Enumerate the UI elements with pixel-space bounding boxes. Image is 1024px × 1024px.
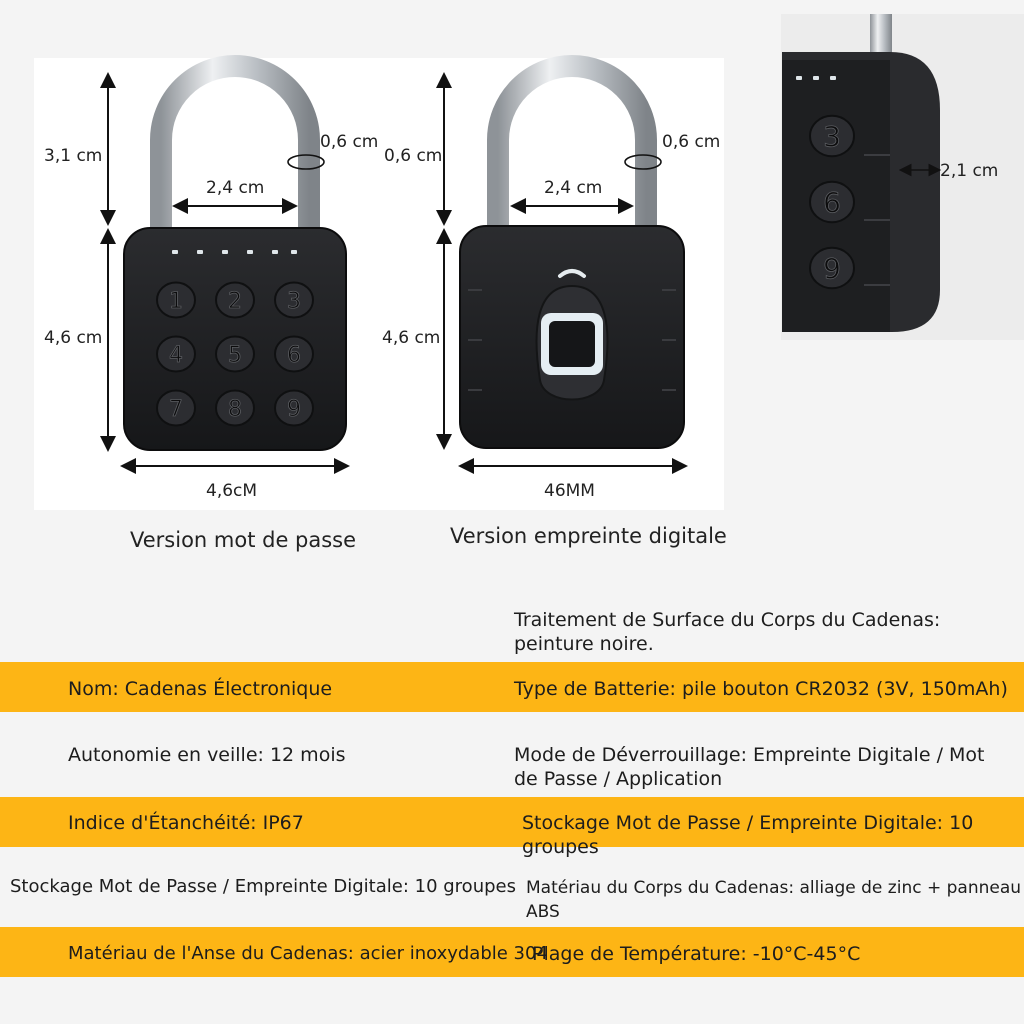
keypad: 1 2 3 4 5 6 7 8 9 [156, 281, 314, 427]
keypad-key-1[interactable]: 1 [156, 281, 196, 319]
spec-standby: Autonomie en veille: 12 mois [68, 744, 346, 766]
caption-password-version: Version mot de passe [130, 528, 357, 552]
keypad-key-3[interactable]: 3 [809, 114, 855, 158]
svg-text:2: 2 [228, 289, 242, 314]
svg-text:1: 1 [169, 289, 183, 314]
keypad-key-8[interactable]: 8 [215, 389, 255, 427]
svg-text:9: 9 [287, 397, 301, 422]
spec-unlock-mode: Mode de Déverrouillage: Empreinte Digita… [514, 744, 985, 790]
svg-text:7: 7 [169, 397, 183, 422]
dim-body-height-left: 4,6 cm [44, 328, 103, 348]
spec-surface-treatment: Traitement de Surface du Corps du Cadena… [514, 609, 941, 655]
svg-text:3: 3 [823, 120, 841, 153]
spec-storage-left: Stockage Mot de Passe / Empreinte Digita… [10, 876, 516, 897]
svg-text:9: 9 [823, 252, 841, 285]
dim-shackle-height-right: 0,6 cm [384, 146, 443, 166]
spec-storage-right: Stockage Mot de Passe / Empreinte Digita… [522, 812, 974, 858]
spec-battery: Type de Batterie: pile bouton CR2032 (3V… [514, 678, 1008, 700]
dim-shackle-thickness-right: 0,6 cm [662, 132, 721, 152]
dim-inner-width-right: 2,4 cm [544, 178, 603, 198]
spec-waterproof: Indice d'Étanchéité: IP67 [68, 812, 304, 834]
spec-shackle-material: Matériau de l'Anse du Cadenas: acier ino… [68, 943, 548, 964]
keypad-key-4[interactable]: 4 [156, 335, 196, 373]
spec-temperature: Plage de Température: -10°C-45°C [532, 943, 861, 965]
dim-inner-width-left: 2,4 cm [206, 178, 265, 198]
dim-body-width-right: 46MM [544, 481, 595, 501]
dim-body-width-left: 4,6cM [206, 481, 258, 501]
keypad-key-2[interactable]: 2 [215, 281, 255, 319]
spec-row-1 [0, 662, 1024, 712]
keypad-key-7[interactable]: 7 [156, 389, 196, 427]
dim-body-height-right: 4,6 cm [382, 328, 441, 348]
status-leds [172, 250, 297, 254]
keypad-key-9[interactable]: 9 [274, 389, 314, 427]
spec-row-3 [0, 797, 1024, 847]
fingerprint-padlock [436, 55, 688, 474]
indicator-light [558, 269, 586, 278]
keypad-key-5[interactable]: 5 [215, 335, 255, 373]
svg-text:6: 6 [823, 186, 841, 219]
svg-text:6: 6 [287, 343, 301, 368]
dim-shackle-thickness-left: 0,6 cm [320, 132, 379, 152]
svg-text:4: 4 [169, 343, 183, 368]
shackle-right [487, 55, 657, 234]
svg-text:3: 3 [287, 289, 301, 314]
caption-fingerprint-version: Version empreinte digitale [450, 524, 727, 548]
keypad-key-6[interactable]: 6 [274, 335, 314, 373]
spec-body-material: Matériau du Corps du Cadenas: alliage de… [526, 878, 1022, 922]
spec-row-5 [0, 927, 1024, 977]
svg-text:5: 5 [228, 343, 242, 368]
shackle-left [150, 55, 320, 236]
product-illustration: 1 2 3 4 5 6 7 8 9 3 6 9 [100, 14, 942, 474]
side-keypad: 3 6 9 [809, 114, 855, 290]
dim-depth: 2,1 cm [940, 161, 999, 181]
keypad-key-6[interactable]: 6 [809, 180, 855, 224]
spec-name: Nom: Cadenas Électronique [68, 678, 333, 700]
dim-shackle-height: 3,1 cm [44, 146, 103, 166]
side-detail-view: 3 6 9 [782, 14, 942, 332]
svg-text:8: 8 [228, 397, 242, 422]
keypad-key-3[interactable]: 3 [274, 281, 314, 319]
keypad-key-9[interactable]: 9 [809, 246, 855, 290]
password-padlock: 1 2 3 4 5 6 7 8 9 [100, 55, 350, 474]
